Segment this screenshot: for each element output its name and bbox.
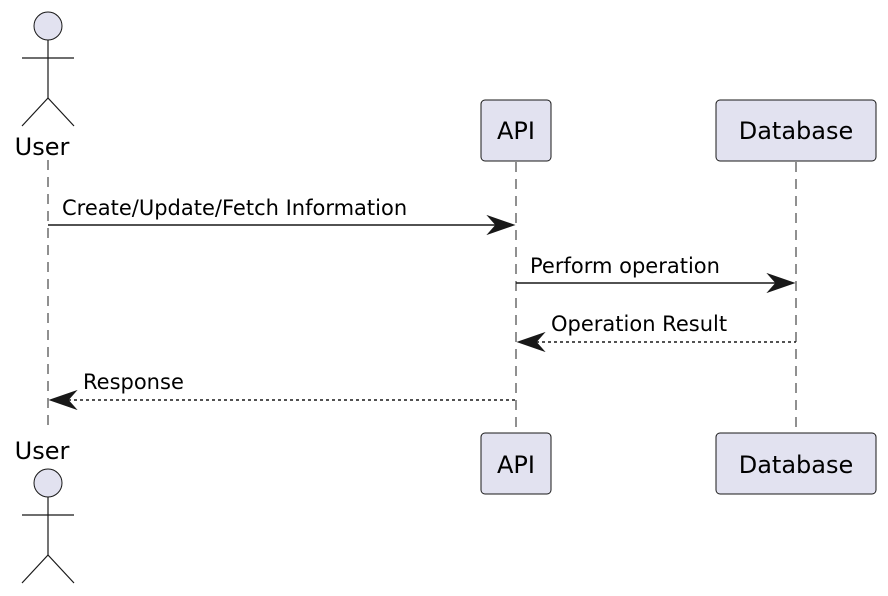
participant-label-api-top: API [497, 117, 535, 145]
actor-left-leg [21, 554, 49, 584]
actor-right-leg [47, 97, 75, 127]
message-label: Perform operation [530, 254, 720, 278]
actor-label-user-top: User [15, 133, 70, 161]
actor-head-icon [33, 11, 63, 41]
participant-api-bottom: API [480, 432, 552, 495]
message-label: Operation Result [551, 312, 727, 336]
participant-box-database-bottom [715, 432, 877, 495]
actor-left-leg [21, 97, 49, 127]
arrow-head-icon [48, 389, 78, 411]
actor-label-user-bottom: User [15, 437, 70, 465]
participant-database-top: Database [715, 99, 877, 162]
message-create-update-fetch: Create/Update/Fetch Information [48, 196, 516, 236]
actor-user-top: User [15, 11, 75, 161]
participant-database-bottom: Database [715, 432, 877, 495]
participant-label-database-bottom: Database [739, 451, 854, 479]
message-label: Create/Update/Fetch Information [62, 196, 407, 220]
participant-box-api-top [480, 99, 552, 162]
message-perform-operation: Perform operation [516, 254, 796, 294]
participant-label-api-bottom: API [497, 451, 535, 479]
participant-box-database-top [715, 99, 877, 162]
actor-right-leg [47, 554, 75, 584]
arrow-head-icon [766, 272, 796, 294]
participant-label-database-top: Database [739, 117, 854, 145]
participant-box-api-bottom [480, 432, 552, 495]
actor-head-icon [33, 468, 63, 498]
arrow-head-icon [516, 331, 546, 353]
message-label: Response [83, 370, 184, 394]
participant-api-top: API [480, 99, 552, 162]
message-response: Response [48, 370, 516, 411]
arrow-head-icon [486, 214, 516, 236]
message-operation-result: Operation Result [516, 312, 796, 353]
actor-user-bottom: User [15, 437, 75, 584]
